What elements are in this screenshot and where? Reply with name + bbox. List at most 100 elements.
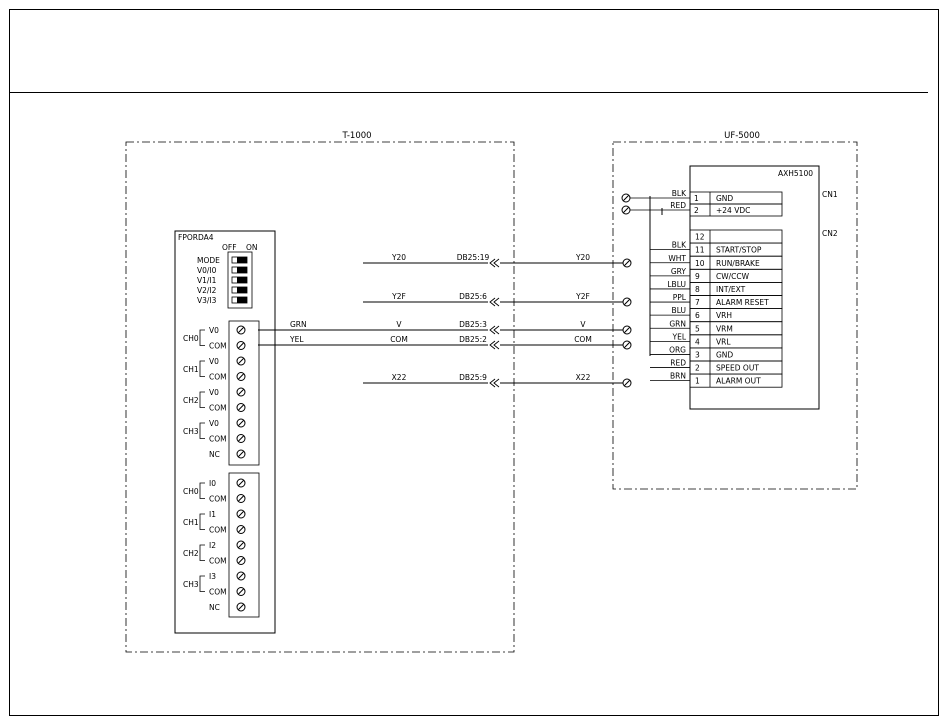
chevron-b — [493, 378, 500, 388]
channel-bracket — [199, 391, 205, 408]
terminal-label: COM — [209, 373, 227, 382]
cn2-pin-number: 12 — [695, 233, 705, 242]
screw-slot — [624, 380, 630, 386]
screw-slot — [624, 260, 630, 266]
cn2-pin-number: 1 — [695, 377, 700, 386]
terminal-label: NC — [209, 450, 220, 459]
cn2-wire-color: GRY — [671, 267, 687, 276]
signal-label-left: V — [396, 320, 402, 329]
screw-slot — [238, 389, 244, 395]
signal-label-right: COM — [574, 335, 592, 344]
cn2-pin-row — [689, 321, 783, 336]
chevron-b — [493, 297, 500, 307]
cn1-wire-color: RED — [670, 201, 686, 210]
cn2-pin-number: 8 — [695, 285, 700, 294]
cn2-pin-number: 4 — [695, 337, 700, 346]
cn2-pin-row — [689, 347, 783, 362]
cn2-pin-number: 5 — [695, 324, 700, 333]
screw-slot — [624, 327, 630, 333]
terminal-screw — [236, 556, 246, 565]
screw-slot — [623, 195, 629, 201]
cn1-pin-name: GND — [716, 194, 733, 203]
dip-on-label: ON — [246, 243, 258, 252]
terminal-screw — [236, 372, 246, 381]
dip-switch-lever — [237, 297, 247, 303]
signal-screw — [622, 378, 632, 388]
screw-slot — [238, 604, 244, 610]
screw-slot — [238, 588, 244, 595]
uf5000-label: UF-5000 — [724, 131, 760, 141]
terminal-screw — [236, 418, 246, 428]
cn1-pin-number: 2 — [694, 206, 699, 215]
sheet-border — [9, 9, 939, 716]
screw-slot — [624, 342, 630, 348]
terminal-label: COM — [209, 404, 227, 413]
cn2-pin-number: 6 — [695, 311, 700, 320]
current-terminal-block — [228, 472, 260, 618]
cn2-pin-name: START/STOP — [716, 246, 762, 255]
cn1-pin-number: 1 — [694, 194, 699, 203]
screw-slot — [238, 542, 244, 548]
cn2-wire-color: BLK — [672, 241, 687, 250]
screw-slot — [238, 342, 244, 349]
db25-connector-icon — [489, 340, 500, 350]
terminal-screw — [236, 478, 246, 488]
terminal-label: COM — [209, 495, 227, 504]
channel-bracket — [199, 482, 205, 499]
terminal-screw — [236, 356, 246, 366]
db25-pin-label: DB25:6 — [459, 292, 487, 301]
cn2-pin-name: VRL — [716, 337, 731, 346]
terminal-label: I0 — [209, 479, 216, 488]
terminal-label: V0 — [209, 388, 219, 397]
channel-label: CH2 — [183, 396, 199, 405]
channel-bracket — [199, 329, 205, 346]
terminal-label: I1 — [209, 510, 216, 519]
dip-switch-lever — [237, 257, 247, 263]
cn2-pin-name: VRM — [716, 324, 733, 333]
module-wire-color: GRN — [290, 320, 307, 329]
screw-slot — [238, 358, 244, 364]
cn2-wire-color: RED — [670, 359, 686, 368]
screw-slot — [624, 299, 630, 305]
terminal-screw — [236, 602, 246, 612]
terminal-screw — [236, 325, 246, 335]
db25-connector-icon — [489, 378, 500, 388]
t1000-label: T-1000 — [341, 131, 371, 141]
screw-slot — [238, 495, 244, 502]
signal-label-left: Y2F — [391, 292, 406, 301]
signal-label-left: COM — [390, 335, 408, 344]
signal-screw — [622, 340, 632, 350]
dip-switch-lever — [237, 267, 247, 273]
channel-label: CH1 — [183, 518, 199, 527]
terminal-label: V0 — [209, 326, 219, 335]
t1000-enclosure — [125, 141, 515, 653]
channel-bracket — [199, 360, 205, 377]
terminal-screw — [236, 540, 246, 550]
cn2-pin-name: VRH — [716, 311, 732, 320]
cn2-pin-number: 11 — [695, 246, 705, 255]
db25-connector-icon — [489, 325, 500, 335]
cn2-pin-name: ALARM RESET — [716, 298, 769, 307]
cn2-wire-color: PPL — [673, 293, 687, 302]
cn2-wire-color: YEL — [672, 332, 687, 341]
cn2-pin-name: RUN/BRAKE — [716, 259, 760, 268]
cn2-pin-row — [689, 308, 783, 323]
terminal-screw — [236, 509, 246, 519]
channel-label: CH1 — [183, 365, 199, 374]
fporda4-label: FPORDA4 — [178, 233, 214, 242]
terminal-screw — [236, 387, 246, 397]
chevron-b — [493, 258, 500, 268]
cn2-pin-number: 2 — [695, 364, 700, 373]
signal-screw — [622, 297, 632, 307]
db25-pin-label: DB25:2 — [459, 335, 487, 344]
dip-label: MODE — [197, 256, 220, 265]
cn2-wire-color: LBLU — [667, 280, 686, 289]
signal-label-left: Y20 — [391, 253, 406, 262]
cn2-wire-color: BLU — [672, 306, 686, 315]
cn1-screw — [621, 193, 631, 203]
